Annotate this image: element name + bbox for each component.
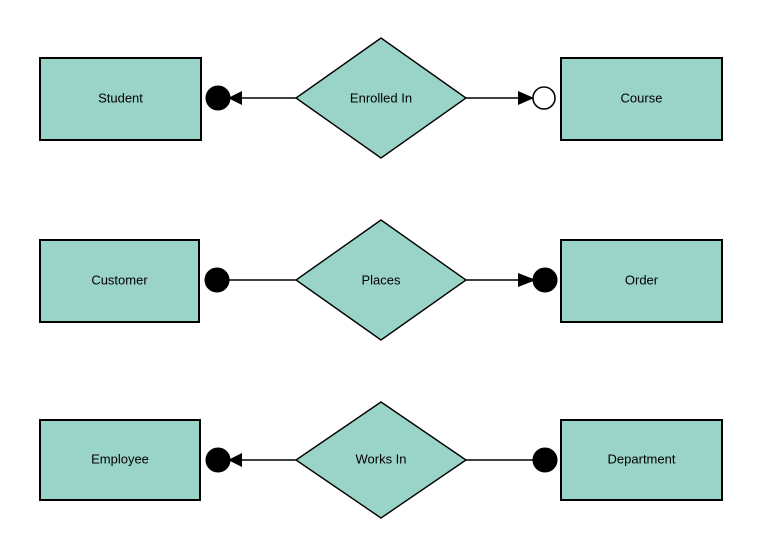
entity-box-order[interactable] xyxy=(560,239,723,323)
relationship-diamond-enrolled-in[interactable] xyxy=(294,37,468,159)
cardinality-marker-filled-order[interactable] xyxy=(532,267,558,293)
er-row-1: Student Enrolled In Course xyxy=(39,37,723,159)
cardinality-marker-open-course[interactable] xyxy=(532,86,556,110)
relationship-diamond-places[interactable] xyxy=(294,219,468,341)
entity-box-department[interactable] xyxy=(560,419,723,501)
cardinality-marker-filled-department[interactable] xyxy=(532,447,558,473)
entity-box-customer[interactable] xyxy=(39,239,200,323)
arrowhead-left-student xyxy=(228,91,242,105)
entity-box-course[interactable] xyxy=(560,57,723,141)
entity-box-student[interactable] xyxy=(39,57,202,141)
cardinality-marker-filled-customer[interactable] xyxy=(204,267,230,293)
relationship-diamond-works-in[interactable] xyxy=(294,401,468,519)
entity-box-employee[interactable] xyxy=(39,419,201,501)
er-row-2: Customer Places Order xyxy=(39,219,723,341)
arrowhead-left-employee xyxy=(228,453,242,467)
cardinality-marker-filled-student[interactable] xyxy=(205,85,231,111)
arrowhead-right-order xyxy=(518,273,536,287)
er-row-3: Employee Works In Department xyxy=(39,401,723,519)
arrowhead-right-course xyxy=(518,91,534,105)
cardinality-marker-filled-employee[interactable] xyxy=(205,447,231,473)
